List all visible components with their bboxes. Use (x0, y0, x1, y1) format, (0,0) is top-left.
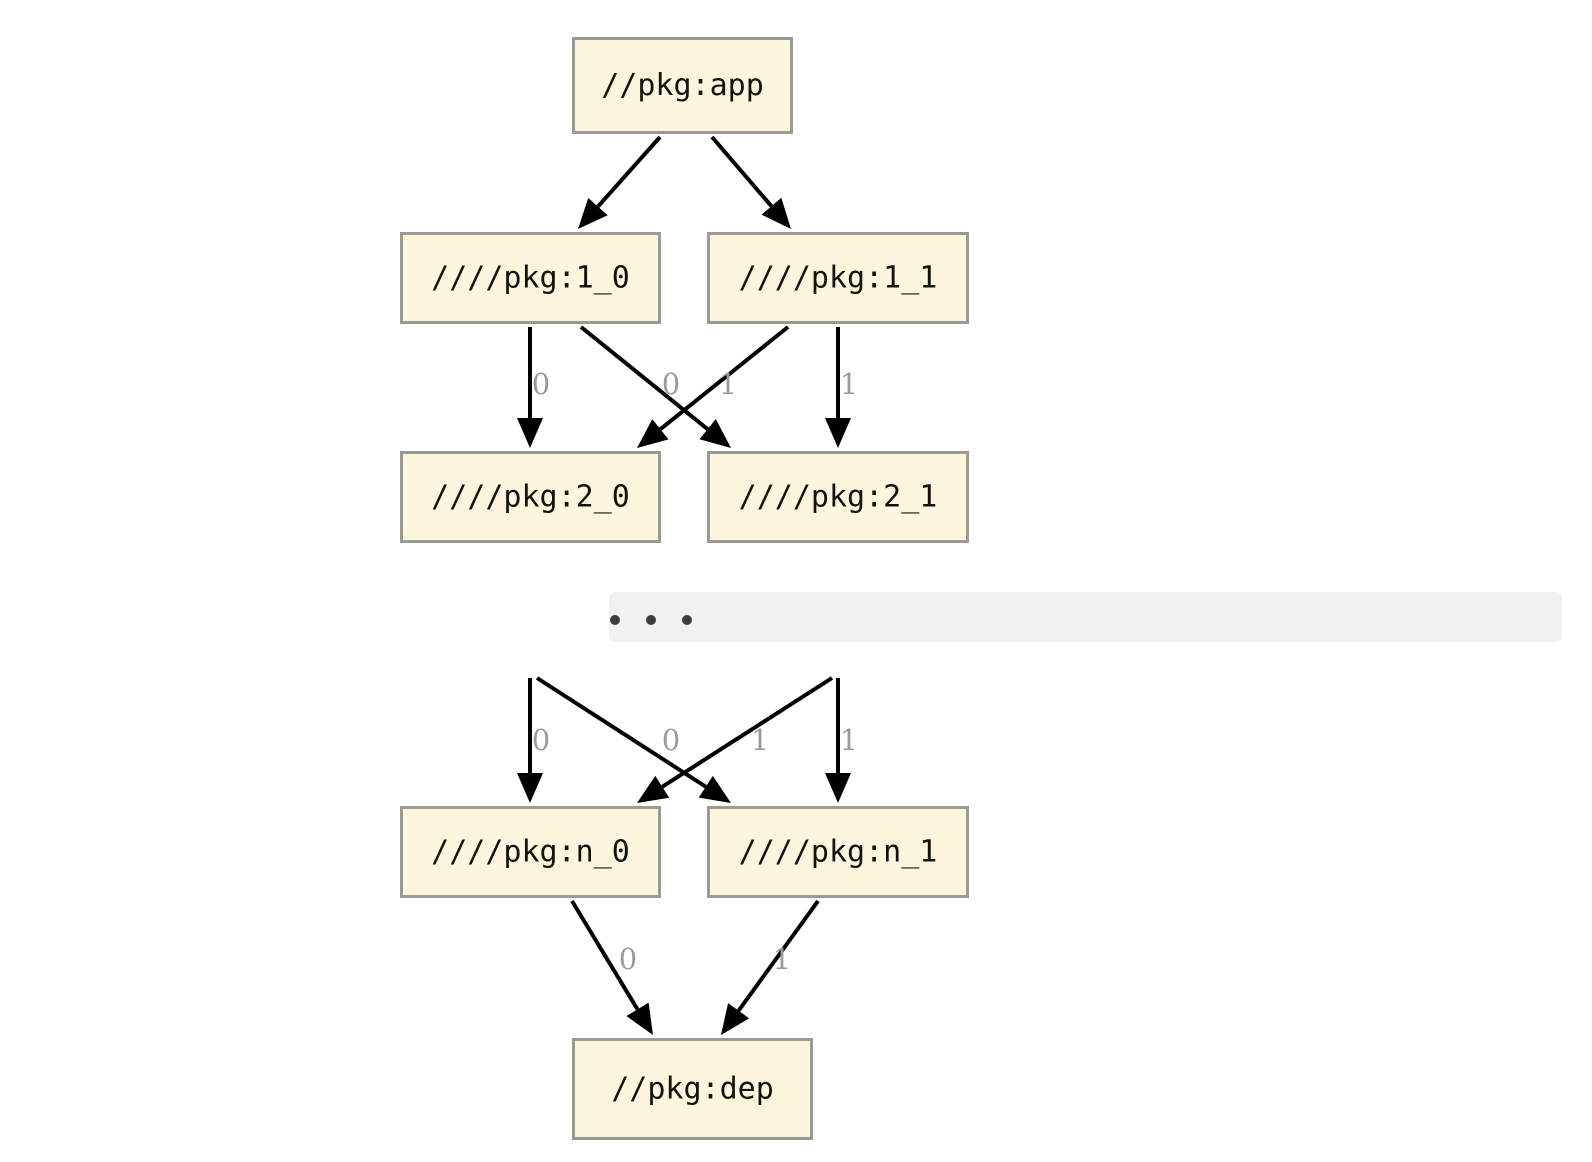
ellipsis-separator (609, 592, 1562, 642)
node-label: ////pkg:1_1 (739, 261, 938, 296)
graph-node[interactable]: ////pkg:2_1 (707, 451, 969, 543)
edge-line (596, 135, 662, 208)
node-label: ////pkg:1_0 (431, 261, 630, 296)
node-box[interactable] (400, 451, 661, 543)
graph-edge: 0 (517, 327, 550, 448)
graph-node[interactable]: ////pkg:n_1 (707, 806, 969, 898)
graph-edge: 1 (637, 676, 834, 803)
node-box[interactable] (572, 37, 793, 134)
edge-arrowhead (698, 775, 731, 803)
node-label: //pkg:dep (611, 1072, 774, 1107)
graph-edge: 1 (637, 325, 790, 448)
edge-label: 1 (840, 367, 858, 401)
edge-arrowhead (825, 773, 851, 803)
edge-arrowhead (721, 1003, 750, 1035)
edge-arrowhead (626, 1002, 653, 1035)
node-label: ////pkg:n_0 (431, 835, 630, 870)
edge-label: 0 (532, 723, 550, 757)
node-box[interactable] (707, 451, 969, 543)
edge-label: 0 (532, 367, 550, 401)
node-box[interactable] (572, 1038, 813, 1140)
node-label: ////pkg:n_1 (739, 835, 938, 870)
edge-line (535, 676, 707, 789)
edge-label: 1 (719, 367, 737, 401)
edge-arrowhead (637, 419, 669, 448)
edge-line (710, 135, 773, 208)
graph-edge: 0 (570, 899, 653, 1035)
edge-label: 1 (840, 723, 858, 757)
graph-node[interactable]: //pkg:app (572, 37, 793, 134)
node-box[interactable] (400, 232, 661, 324)
node-label: ////pkg:2_1 (739, 480, 938, 515)
graph-edge (578, 135, 662, 229)
edge-arrowhead (517, 773, 543, 803)
edges-layer: 0 0 1 1 0 0 1 1 0 1 (517, 135, 858, 1035)
edge-arrowhead (825, 418, 851, 448)
ellipsis-bar (609, 592, 1562, 642)
node-label: //pkg:app (601, 68, 764, 103)
graph-edge: 1 (825, 327, 858, 448)
edge-line (659, 325, 790, 431)
nodes-layer: //pkg:app ////pkg:1_0 ////pkg:1_1 ////pkg:2… (400, 37, 969, 1140)
graph-edge: 1 (825, 678, 858, 803)
graph-edge: 0 (535, 676, 731, 803)
edge-label: 0 (619, 942, 637, 976)
graph-node[interactable]: //pkg:dep (572, 1038, 813, 1140)
node-box[interactable] (707, 806, 969, 898)
edge-line (579, 325, 709, 431)
node-box[interactable] (707, 232, 969, 324)
graph-node[interactable]: ////pkg:n_0 (400, 806, 661, 898)
graph-edge (710, 135, 791, 229)
ellipsis-dot (646, 615, 656, 625)
ellipsis-dot (682, 615, 692, 625)
edge-arrowhead (637, 775, 670, 803)
graph-node[interactable]: ////pkg:1_0 (400, 232, 661, 324)
graph-edge: 1 (721, 899, 820, 1035)
edge-line (661, 676, 834, 789)
edge-label: 1 (751, 723, 769, 757)
edge-arrowhead (699, 419, 731, 448)
edge-arrowhead (761, 197, 791, 229)
graph-edge: 0 (579, 325, 731, 448)
node-label: ////pkg:2_0 (431, 480, 630, 515)
edge-label: 0 (662, 723, 680, 757)
graph-edge: 0 (517, 678, 550, 803)
edge-arrowhead (517, 418, 543, 448)
ellipsis-dot (610, 615, 620, 625)
edge-arrowhead (578, 197, 608, 229)
node-box[interactable] (400, 806, 661, 898)
edge-label: 1 (773, 942, 791, 976)
edge-line (736, 899, 820, 1012)
edge-label: 0 (662, 367, 680, 401)
edge-line (570, 899, 640, 1011)
graph-node[interactable]: ////pkg:1_1 (707, 232, 969, 324)
graph-node[interactable]: ////pkg:2_0 (400, 451, 661, 543)
